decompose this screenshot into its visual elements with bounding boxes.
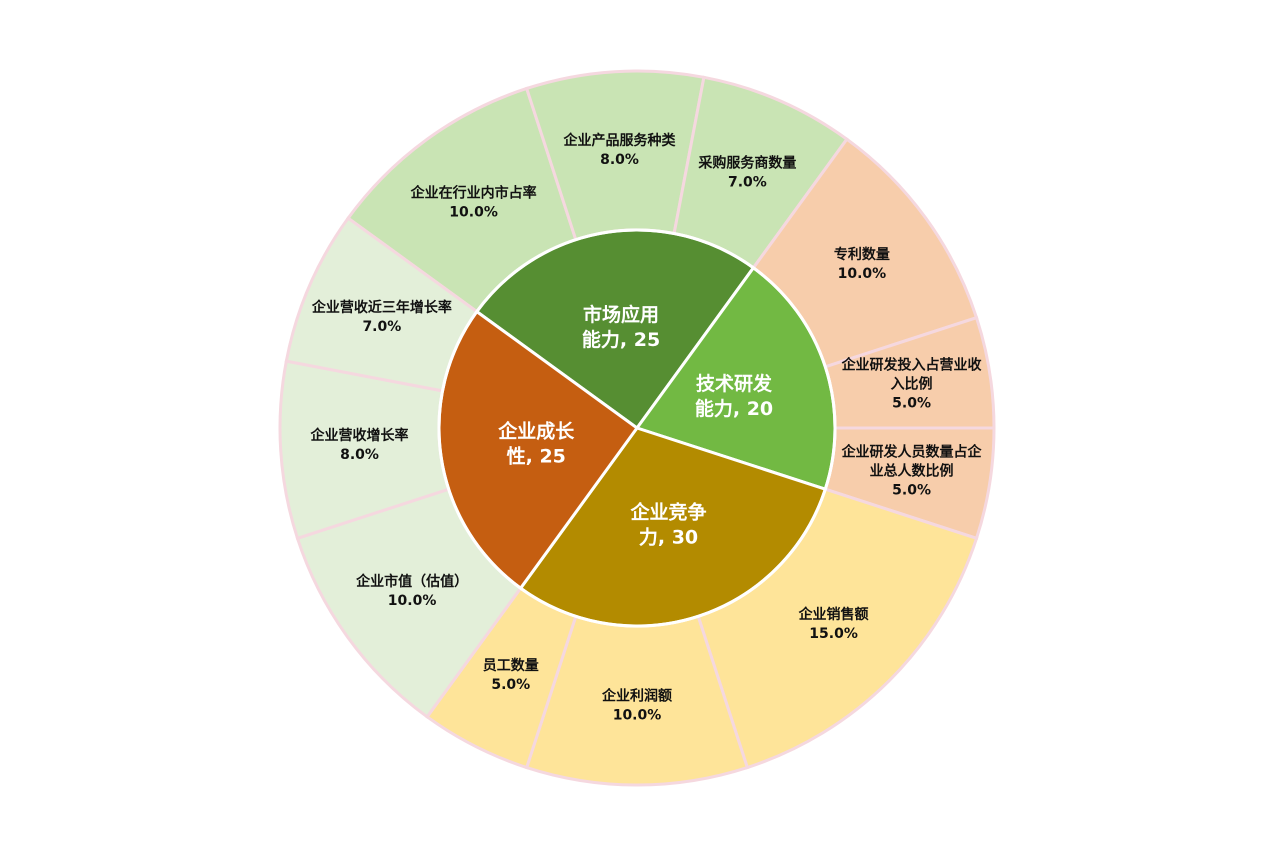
inner-slice-label: 市场应用能力, 25 [582,303,660,351]
inner-labels: 市场应用能力, 25 技术研发能力, 20 企业竞争力, 30 企业成长性, 25 [497,303,773,549]
outer-ring [278,69,996,787]
inner-slice-label: 企业竞争力, 30 [630,501,707,549]
inner-ring-border [437,228,837,628]
inner-slice-label: 企业成长性, 25 [497,419,575,467]
inner-slice-label: 技术研发能力, 20 [695,372,773,420]
inner-ring [437,228,837,628]
outer-slice-label: 企业市值（估值）10.0% [355,573,468,609]
